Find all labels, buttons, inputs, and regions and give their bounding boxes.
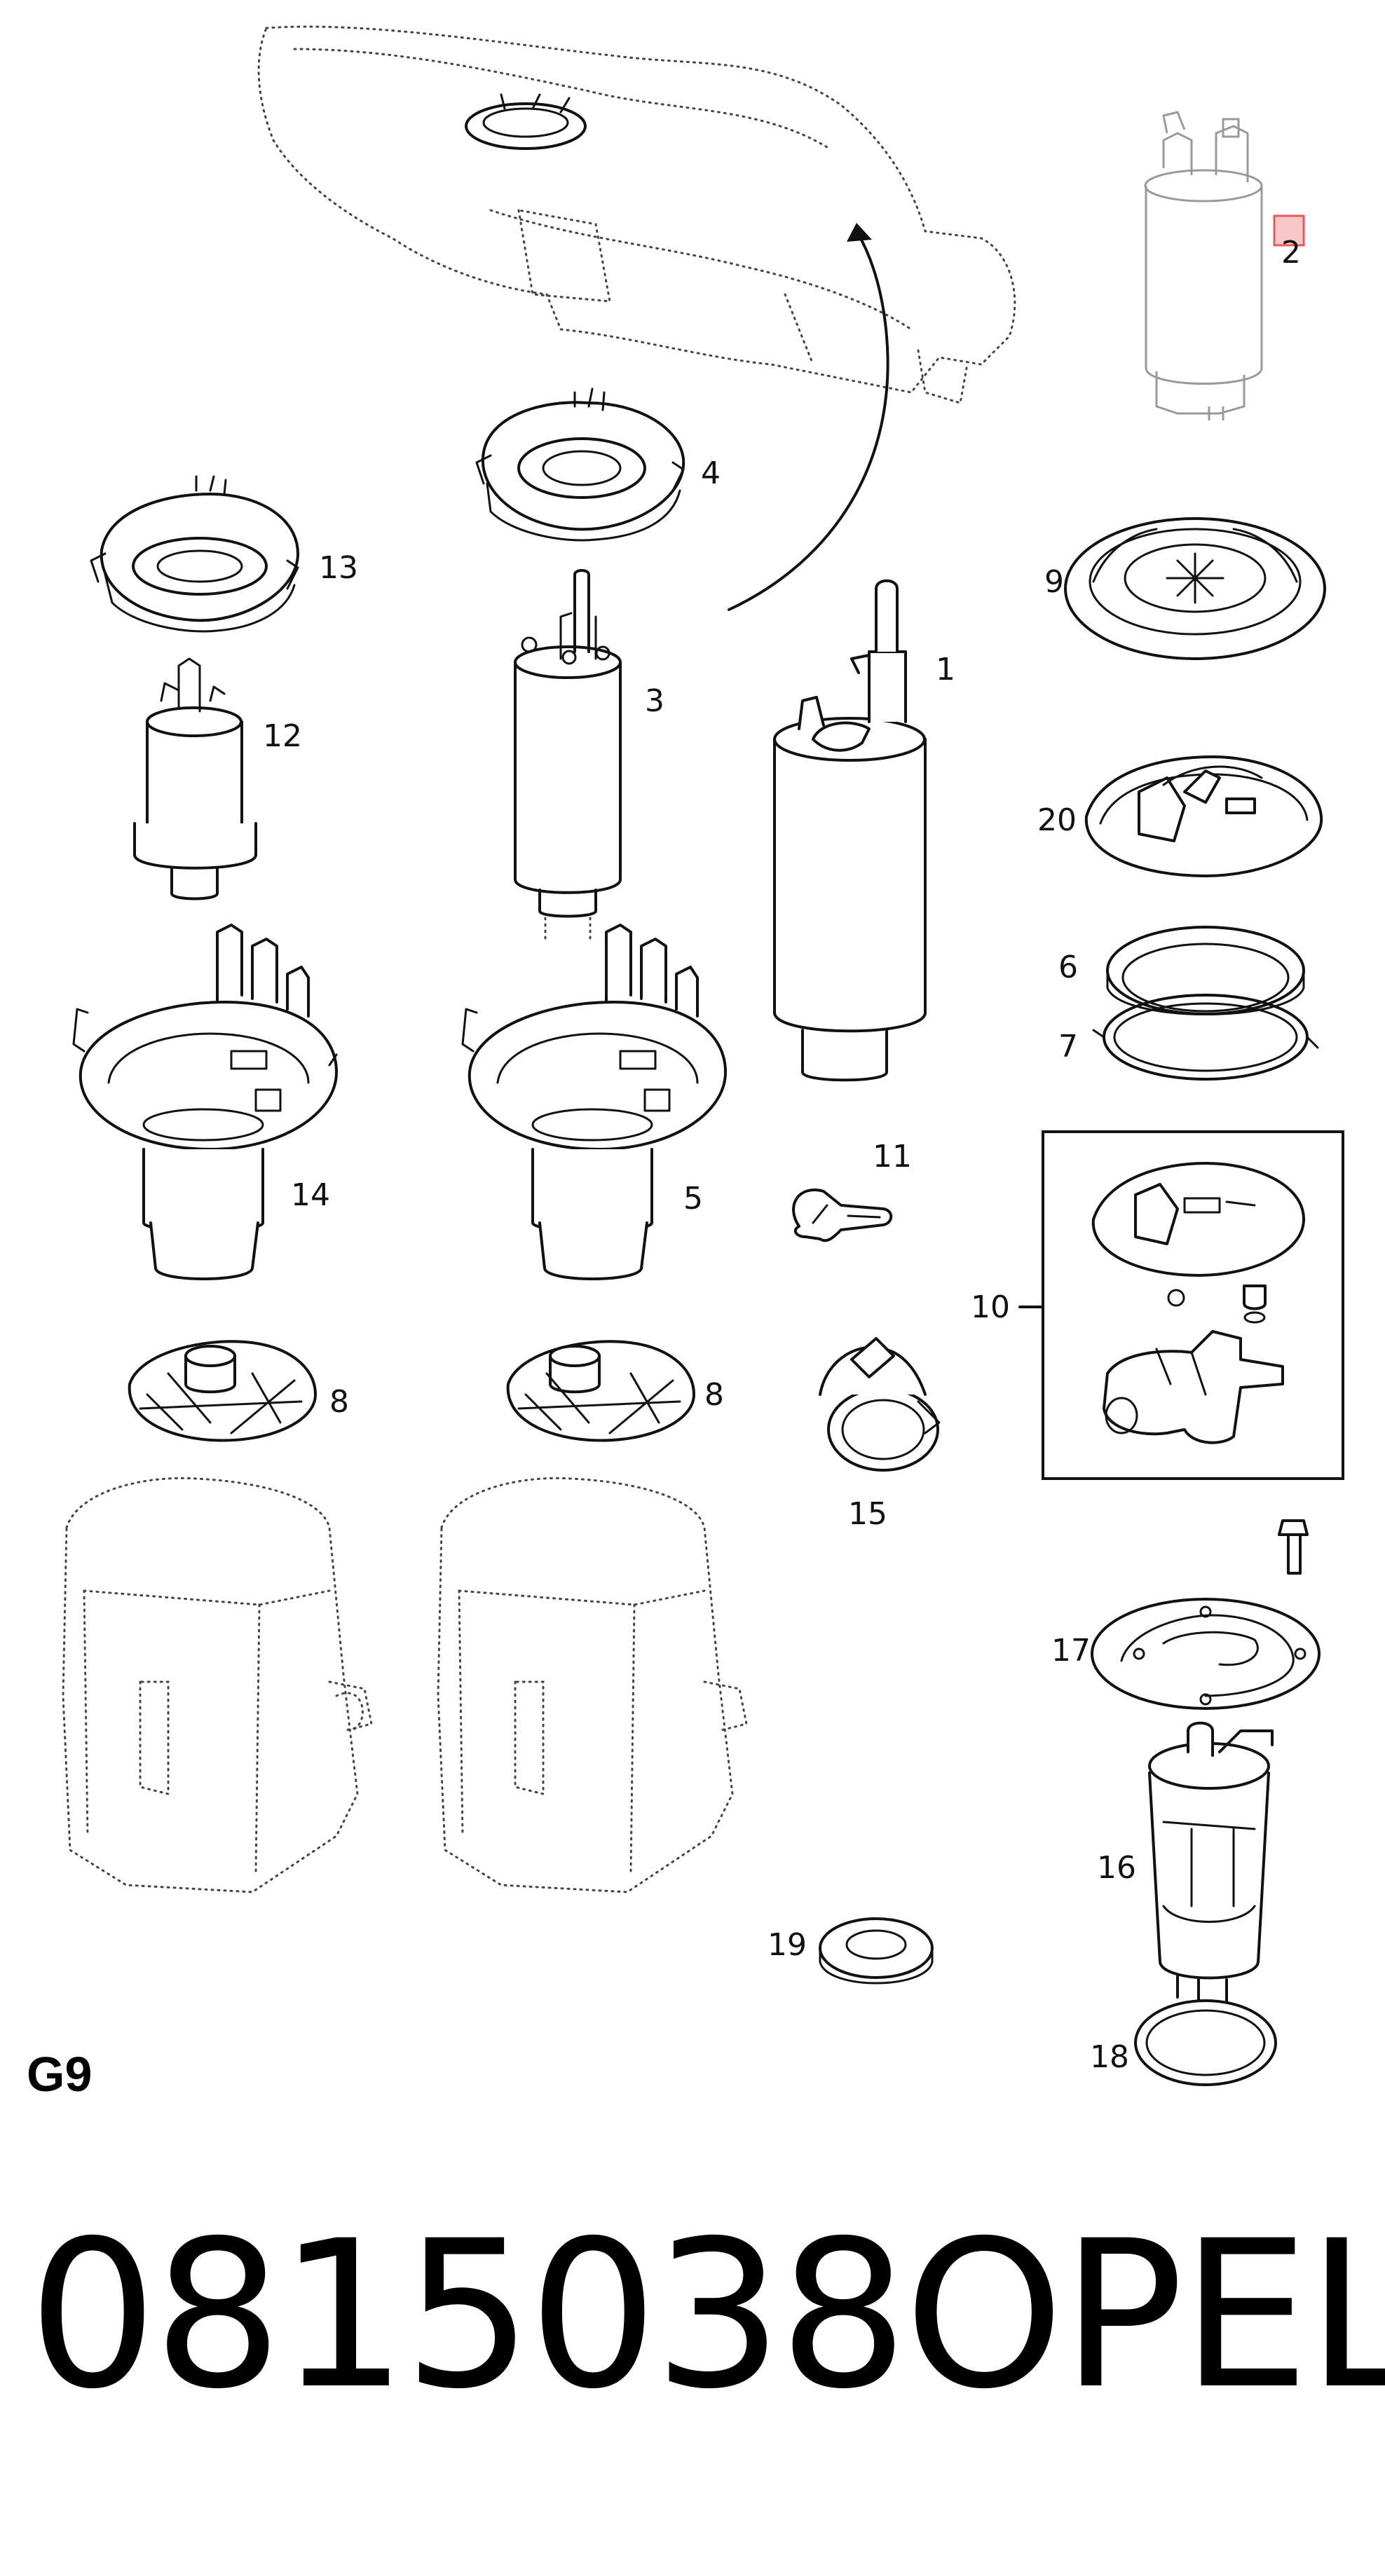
part-2-fuel-pump-grey xyxy=(1144,111,1305,420)
part-17-mounting-plate xyxy=(1091,1598,1321,1710)
callout-9: 9 xyxy=(1044,564,1064,600)
callout-3: 3 xyxy=(645,683,664,719)
part-15-hose-clamp xyxy=(819,1337,941,1472)
part-8-strainer-right xyxy=(506,1340,695,1442)
callout-19: 19 xyxy=(767,1927,807,1963)
callout-4: 4 xyxy=(701,455,721,491)
part-number: 0815038 xyxy=(28,2198,908,2434)
callout-17: 17 xyxy=(1051,1633,1091,1669)
brand-name: OPEL xyxy=(904,2198,1385,2434)
part-13-retaining-ring xyxy=(90,475,299,633)
part-9-flange-cover xyxy=(1064,517,1326,660)
callout-16: 16 xyxy=(1097,1850,1136,1886)
part-8-strainer-left xyxy=(128,1340,317,1442)
part-4-retaining-ring xyxy=(475,388,685,542)
part-20-module-top xyxy=(1084,755,1323,877)
mounting-bolt xyxy=(1278,1519,1309,1575)
part-11-fuel-hose xyxy=(792,1188,893,1242)
callout-8-left: 8 xyxy=(329,1384,349,1420)
highlight-marker xyxy=(1273,214,1305,247)
part-3-fuel-pump-medium xyxy=(514,569,622,940)
callout-1: 1 xyxy=(936,652,955,687)
callout-10: 10 xyxy=(971,1289,1010,1325)
part-1-fuel-pump-large xyxy=(773,579,927,1082)
sheet-code: G9 xyxy=(27,2047,93,2102)
install-direction-arrow xyxy=(728,223,889,611)
callout-2: 2 xyxy=(1281,235,1301,270)
callout-11: 11 xyxy=(873,1139,912,1174)
part-10-sender-kit-box xyxy=(1042,1130,1344,1480)
callout-5: 5 xyxy=(683,1181,703,1217)
part-16-sender-unit xyxy=(1148,1721,1274,2002)
callout-7: 7 xyxy=(1058,1029,1078,1064)
tank-section-ghost-left xyxy=(62,1477,373,1893)
part-19-seal-washer xyxy=(819,1917,934,1985)
callout-14: 14 xyxy=(291,1177,330,1213)
part-5-pump-housing xyxy=(461,924,727,1280)
callout-15: 15 xyxy=(848,1496,887,1532)
part-14-pump-housing xyxy=(72,924,338,1280)
callout-8-right: 8 xyxy=(704,1377,724,1413)
callout-20: 20 xyxy=(1037,802,1077,838)
part-6-seal-ring xyxy=(1106,926,1305,1015)
part-18-o-ring xyxy=(1134,1999,1277,2086)
tank-section-ghost-right xyxy=(437,1477,748,1893)
fuel-tank-ghost xyxy=(257,25,1016,404)
part-12-fuel-pump-short xyxy=(133,657,257,900)
part-7-locking-ring xyxy=(1092,994,1319,1081)
callout-12: 12 xyxy=(263,718,302,754)
callout-18: 18 xyxy=(1090,2039,1129,2075)
callout-13: 13 xyxy=(319,550,358,586)
callout-6: 6 xyxy=(1058,950,1078,985)
